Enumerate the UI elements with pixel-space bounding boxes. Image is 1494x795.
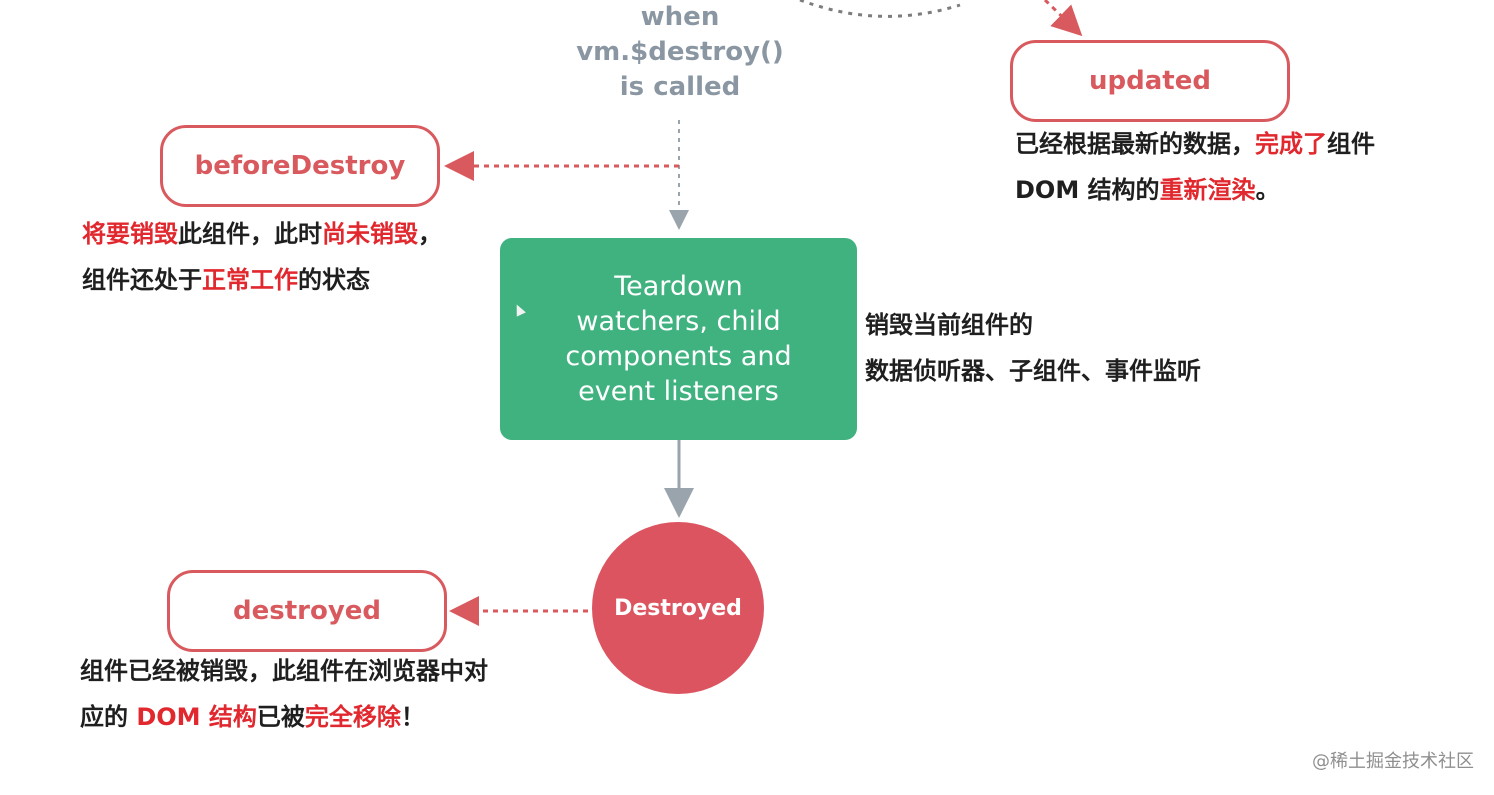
teardown-note-line-1: 销毁当前组件的 — [865, 311, 1033, 339]
destroy-trigger-label: when vm.$destroy() is called — [550, 0, 810, 105]
destroyed-note-line-1: 组件已经被销毁，此组件在浏览器中对 — [80, 657, 488, 685]
text-fragment: ！ — [400, 703, 425, 731]
trigger-line-3: is called — [619, 72, 741, 102]
highlight-text: 正常工作 — [202, 266, 298, 294]
updated-hook-box: updated — [1010, 40, 1290, 122]
updated-note: 已经根据最新的数据，完成了组件 DOM 结构的重新渲染。 — [1015, 121, 1375, 213]
teardown-note: 销毁当前组件的 数据侦听器、子组件、事件监听 — [865, 302, 1201, 394]
destroyed-hook-box: destroyed — [167, 570, 447, 652]
highlight-text: 完全移除 — [304, 703, 401, 731]
updated-note-line-1: 已经根据最新的数据，完成了组件 — [1015, 121, 1375, 167]
text-fragment: 已经根据最新的数据， — [1015, 130, 1255, 158]
site-watermark: @稀土掘金技术社区 — [1312, 751, 1474, 772]
destroyed-note-line-2: 应的 DOM 结构已被完全移除！ — [80, 694, 488, 740]
updated-arrow — [1043, 0, 1083, 37]
highlight-text: 重新渲染 — [1159, 176, 1256, 204]
highlight-text: DOM 结构 — [136, 703, 257, 731]
text-fragment: 此组件，此时 — [178, 220, 322, 248]
updated-note-line-2: DOM 结构的重新渲染。 — [1015, 167, 1375, 213]
highlight-text: 完成了 — [1255, 130, 1327, 158]
before-destroy-note: 将要销毁此组件，此时尚未销毁， 组件还处于正常工作的状态 — [82, 211, 442, 303]
text-fragment: 已被 — [256, 703, 305, 731]
before-destroy-note-line-2: 组件还处于正常工作的状态 — [82, 257, 442, 303]
text-fragment: 组件还处于 — [82, 266, 202, 294]
before-destroy-hook-box: beforeDestroy — [160, 125, 440, 207]
text-fragment: DOM 结构的 — [1015, 176, 1160, 204]
teardown-line-3: components and — [565, 341, 792, 372]
trigger-line-2: vm.$destroy() — [576, 37, 784, 67]
text-fragment: 组件 — [1327, 130, 1375, 158]
teardown-line-4: event listeners — [578, 376, 779, 407]
text-fragment: 。 — [1255, 176, 1280, 204]
teardown-line-1: Teardown — [614, 271, 743, 302]
highlight-text: 将要销毁 — [82, 220, 178, 248]
teardown-line-2: watchers, child — [576, 306, 781, 337]
trigger-line-1: when — [640, 2, 720, 32]
destroyed-state-circle: Destroyed — [592, 522, 764, 694]
destroyed-note: 组件已经被销毁，此组件在浏览器中对 应的 DOM 结构已被完全移除！ — [80, 648, 488, 740]
before-destroy-note-line-1: 将要销毁此组件，此时尚未销毁， — [82, 211, 442, 257]
teardown-note-line-2: 数据侦听器、子组件、事件监听 — [865, 357, 1201, 385]
text-fragment: 应的 — [80, 703, 137, 731]
highlight-text: 尚未销毁 — [322, 220, 418, 248]
previous-loop-connector — [799, 0, 961, 18]
teardown-step-box: Teardown watchers, child components and … — [500, 238, 857, 440]
text-fragment: ， — [418, 220, 442, 248]
text-fragment: 的状态 — [298, 266, 370, 294]
